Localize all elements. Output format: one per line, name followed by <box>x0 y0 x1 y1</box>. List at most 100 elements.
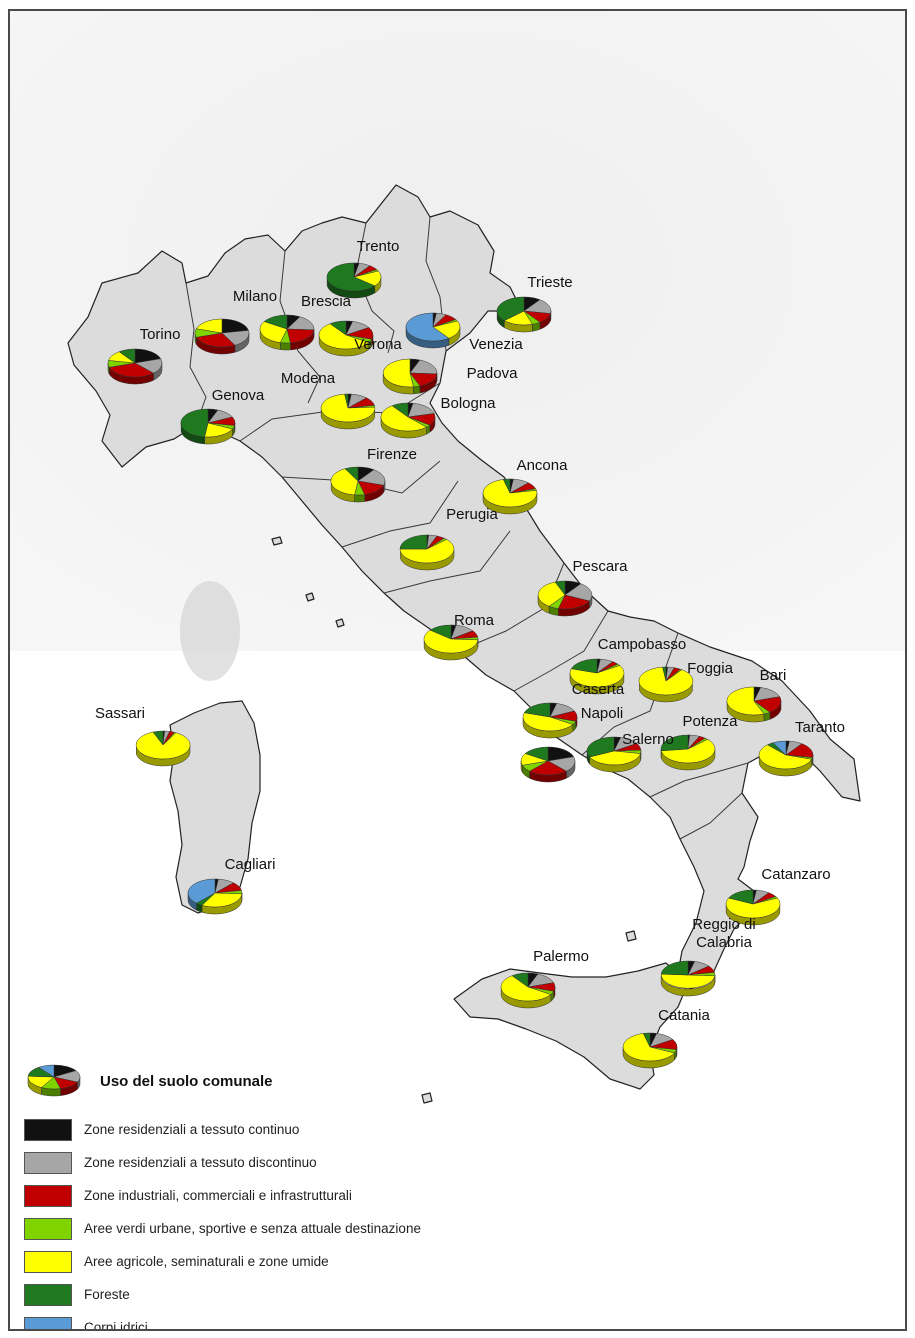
pie-side-segment <box>413 385 421 395</box>
pie-trieste <box>496 296 552 333</box>
pie-slice <box>405 312 450 342</box>
pie-pescara <box>537 580 593 617</box>
pie-bologna <box>380 402 436 439</box>
legend-label: Zone industriali, commerciali e infrastr… <box>84 1188 352 1203</box>
pie-slice <box>221 318 249 334</box>
city-label: Pescara <box>572 558 628 575</box>
pie-slice <box>263 314 288 330</box>
sardinia <box>169 700 261 914</box>
pie-slice <box>726 686 765 716</box>
legend-swatch <box>24 1217 72 1240</box>
pie-slice <box>528 760 568 776</box>
pie-slice <box>662 666 667 682</box>
pie-slice <box>772 740 787 756</box>
pie-slice <box>725 897 781 919</box>
city-label: Bologna <box>440 395 496 412</box>
pie-slice <box>399 534 428 550</box>
city-label: Potenza <box>682 713 738 730</box>
pie-catanzaro <box>725 889 781 926</box>
city-label: Roma <box>454 612 495 629</box>
pie-torino <box>107 348 163 385</box>
pie-milano <box>194 318 250 355</box>
city-label: Caserta <box>572 681 625 698</box>
city-label: Sassari <box>95 705 145 722</box>
pie-slice <box>537 581 566 607</box>
legend-swatch <box>24 1118 72 1141</box>
legend-swatch <box>24 1151 72 1174</box>
pie-slice <box>564 583 593 602</box>
pie-slice <box>344 466 359 482</box>
pie-slice <box>118 348 136 364</box>
pie-slice <box>642 1032 651 1048</box>
legend-label: Aree verdi urbane, sportive e senza attu… <box>84 1221 421 1236</box>
legend-item: Aree agricole, seminaturali e zone umide <box>24 1245 584 1278</box>
city-label: Catania <box>658 1007 710 1024</box>
pie-bari <box>726 686 782 723</box>
pie-slice <box>557 594 590 610</box>
legend-label: Zone residenziali a tessuto continuo <box>84 1122 300 1137</box>
pie-slice <box>586 736 615 758</box>
small-island <box>421 1092 433 1104</box>
city-label: Perugia <box>446 506 498 523</box>
legend: Uso del suolo comunale Zone residenziali… <box>24 1059 584 1329</box>
city-label: Cagliari <box>225 856 276 873</box>
pie-potenza <box>660 734 716 771</box>
city-label: Campobasso <box>598 636 686 653</box>
pie-slice <box>201 892 243 908</box>
pie-slice <box>496 296 525 321</box>
pie-slice <box>728 889 754 905</box>
pie-slice <box>524 746 549 762</box>
pie-side-segment <box>280 342 291 351</box>
pie-slice <box>187 878 216 904</box>
pie-trento <box>326 262 382 299</box>
pie-slice <box>423 629 479 654</box>
pie-slice <box>432 320 461 339</box>
city-label: Torino <box>140 326 181 343</box>
city-label: Ancona <box>517 457 569 474</box>
pie-slice <box>330 468 359 496</box>
pie-slice <box>318 323 370 350</box>
pie-slice <box>429 624 452 640</box>
legend-item: Zone residenziali a tessuto discontinuo <box>24 1146 584 1179</box>
pie-sassari <box>135 730 191 767</box>
city-label: Milano <box>233 288 277 305</box>
city-label: Trieste <box>527 274 572 291</box>
pie-caserta <box>522 702 578 739</box>
pie-slice <box>660 973 716 989</box>
city-label: Genova <box>212 387 265 404</box>
pie-slice <box>570 658 598 674</box>
pie-padova <box>382 358 438 395</box>
pie-slice <box>622 1033 675 1062</box>
city-label: Catanzaro <box>761 866 830 883</box>
pie-slice <box>259 321 288 343</box>
city-label: Firenze <box>367 446 417 463</box>
pie-reggio-di-calabria <box>660 960 716 997</box>
pie-slice <box>195 332 236 348</box>
pie-slice <box>511 972 529 988</box>
pie-slice <box>382 358 414 388</box>
city-label: Foggia <box>687 660 734 677</box>
pie-slice <box>286 328 315 344</box>
pie-venezia <box>405 312 461 349</box>
pie-side-segment <box>660 975 716 997</box>
pie-slice <box>326 262 376 292</box>
legend-label: Aree agricole, seminaturali e zone umide <box>84 1254 329 1269</box>
city-pie-charts <box>107 262 814 1069</box>
legend-item: Foreste <box>24 1278 584 1311</box>
legend-swatch <box>24 1316 72 1329</box>
pie-slice <box>391 402 409 418</box>
city-label: Verona <box>354 336 402 353</box>
pie-ancona <box>482 478 538 515</box>
pie-brescia <box>259 314 315 351</box>
legend-item: Aree verdi urbane, sportive e senza attu… <box>24 1212 584 1245</box>
pie-slice <box>522 712 574 732</box>
legend-item: Zone residenziali a tessuto continuo <box>24 1113 584 1146</box>
pie-cagliari <box>187 878 243 915</box>
legend-item: Zone industriali, commerciali e infrastr… <box>24 1179 584 1212</box>
legend-title: Uso del suolo comunale <box>100 1072 273 1090</box>
pie-slice <box>180 408 209 438</box>
city-label: Salerno <box>622 731 674 748</box>
